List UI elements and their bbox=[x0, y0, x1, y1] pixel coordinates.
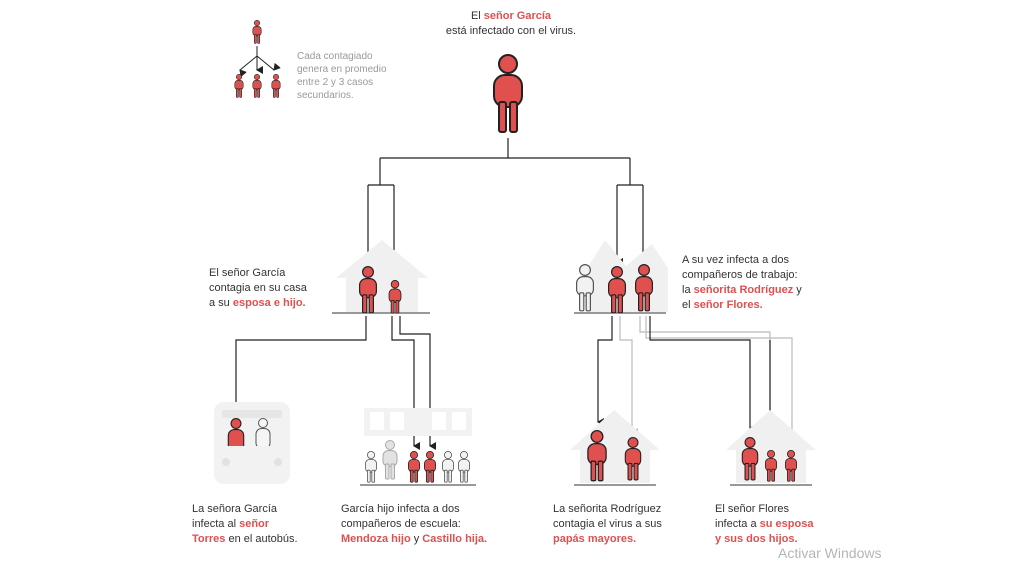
school-scene bbox=[360, 408, 476, 486]
top-highlight: señor García bbox=[483, 10, 552, 22]
school-line-3: Mendoza hijo y Castillo hija. bbox=[341, 532, 487, 547]
work-post-3: y bbox=[793, 284, 802, 296]
senor-garcia-figure bbox=[492, 53, 524, 134]
top-pre: El bbox=[470, 10, 484, 22]
bus-line-2: infecta al señor bbox=[192, 517, 298, 532]
house-garcia bbox=[332, 240, 430, 314]
rodriguez-caption: La señorita Rodríguez contagia el virus … bbox=[553, 502, 662, 547]
school-line-2: compañeros de escuela: bbox=[341, 518, 461, 530]
house1-line-1: El señor García bbox=[209, 267, 286, 279]
bus-pre-2: infecta al bbox=[192, 518, 240, 530]
flores-line-2: infecta a su esposa bbox=[715, 517, 813, 532]
top-caption: El señor García está infectado con el vi… bbox=[436, 9, 586, 39]
top-caption-line-2: está infectado con el virus. bbox=[445, 25, 577, 37]
work-line-3: la señorita Rodríguez y bbox=[682, 283, 802, 298]
bus-highlight-3: Torres bbox=[192, 533, 226, 545]
rodriguez-highlight: papás mayores. bbox=[553, 533, 637, 545]
house-rodriguez bbox=[570, 410, 660, 486]
flores-highlight-3: y sus dos hijos. bbox=[715, 533, 798, 545]
work-highlight-3: señorita Rodríguez bbox=[693, 284, 794, 296]
house1-caption: El señor García contagia en su casa a su… bbox=[209, 266, 307, 311]
rodriguez-line-1: La señorita Rodríguez bbox=[553, 503, 662, 515]
bus-line-3: Torres en el autobús. bbox=[192, 532, 298, 547]
bus-highlight-2: señor bbox=[239, 518, 270, 530]
school-highlight-2: Castillo hija. bbox=[422, 533, 488, 545]
house-flores bbox=[726, 410, 816, 486]
main-connectors bbox=[367, 138, 649, 278]
flores-highlight-2: su esposa bbox=[759, 518, 814, 530]
legend-text: Cada contagiado genera en promedio entre… bbox=[297, 50, 387, 102]
bus-post-3: en el autobús. bbox=[225, 533, 298, 545]
bus-scene bbox=[214, 402, 290, 484]
work-line-2: compañeros de trabajo: bbox=[682, 269, 798, 281]
top-caption-line-1: El señor García bbox=[436, 9, 586, 24]
flores-line-1: El señor Flores bbox=[715, 503, 789, 515]
work-pre-3: la bbox=[682, 284, 694, 296]
legend-line-3: entre 2 y 3 casos bbox=[297, 77, 374, 88]
windows-activation-watermark: Activar Windows bbox=[778, 545, 882, 561]
flores-caption: El señor Flores infecta a su esposa y su… bbox=[715, 502, 813, 547]
legend-line-4: secundarios. bbox=[297, 90, 354, 101]
legend-line-2: genera en promedio bbox=[297, 64, 387, 75]
legend-line-1: Cada contagiado bbox=[297, 51, 373, 62]
work-pre-4: el bbox=[682, 299, 694, 311]
house1-line-3: a su esposa e hijo. bbox=[209, 296, 307, 311]
workplace-group bbox=[574, 240, 668, 314]
house1-pre: a su bbox=[209, 297, 233, 309]
work-highlight-4: señor Flores. bbox=[693, 299, 763, 311]
school-mid: y bbox=[410, 533, 423, 545]
work-line-4: el señor Flores. bbox=[682, 298, 802, 313]
work-line-1: A su vez infecta a dos bbox=[682, 254, 790, 266]
house1-highlight: esposa e hijo. bbox=[232, 297, 306, 309]
school-highlight-1: Mendoza hijo bbox=[341, 533, 411, 545]
school-caption: García hijo infecta a dos compañeros de … bbox=[341, 502, 487, 547]
bus-line-1: La señora García bbox=[192, 503, 277, 515]
legend-icon bbox=[234, 20, 281, 98]
rodriguez-line-2: contagia el virus a sus bbox=[553, 518, 662, 530]
flores-pre-2: infecta a bbox=[715, 518, 760, 530]
bus-caption: La señora García infecta al señor Torres… bbox=[192, 502, 298, 547]
house1-line-2: contagia en su casa bbox=[209, 282, 307, 294]
school-line-1: García hijo infecta a dos bbox=[341, 503, 460, 515]
left-branch-connectors bbox=[235, 316, 436, 450]
work-caption: A su vez infecta a dos compañeros de tra… bbox=[682, 253, 802, 313]
